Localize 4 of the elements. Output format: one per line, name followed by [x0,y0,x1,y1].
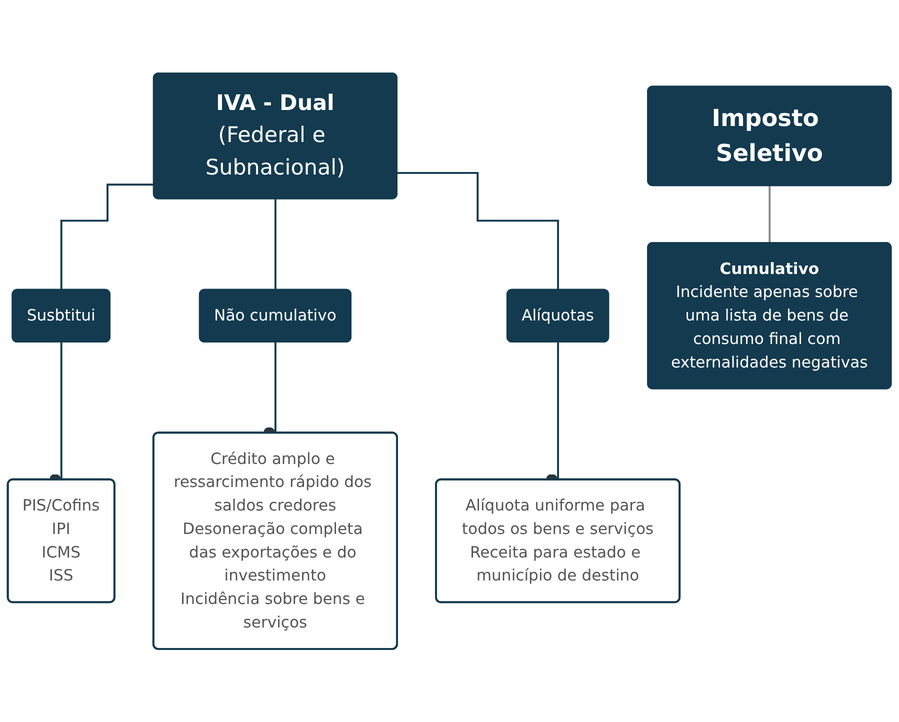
connector [60,184,154,291]
connector [398,172,560,291]
connector [274,198,277,291]
connector [768,185,771,244]
